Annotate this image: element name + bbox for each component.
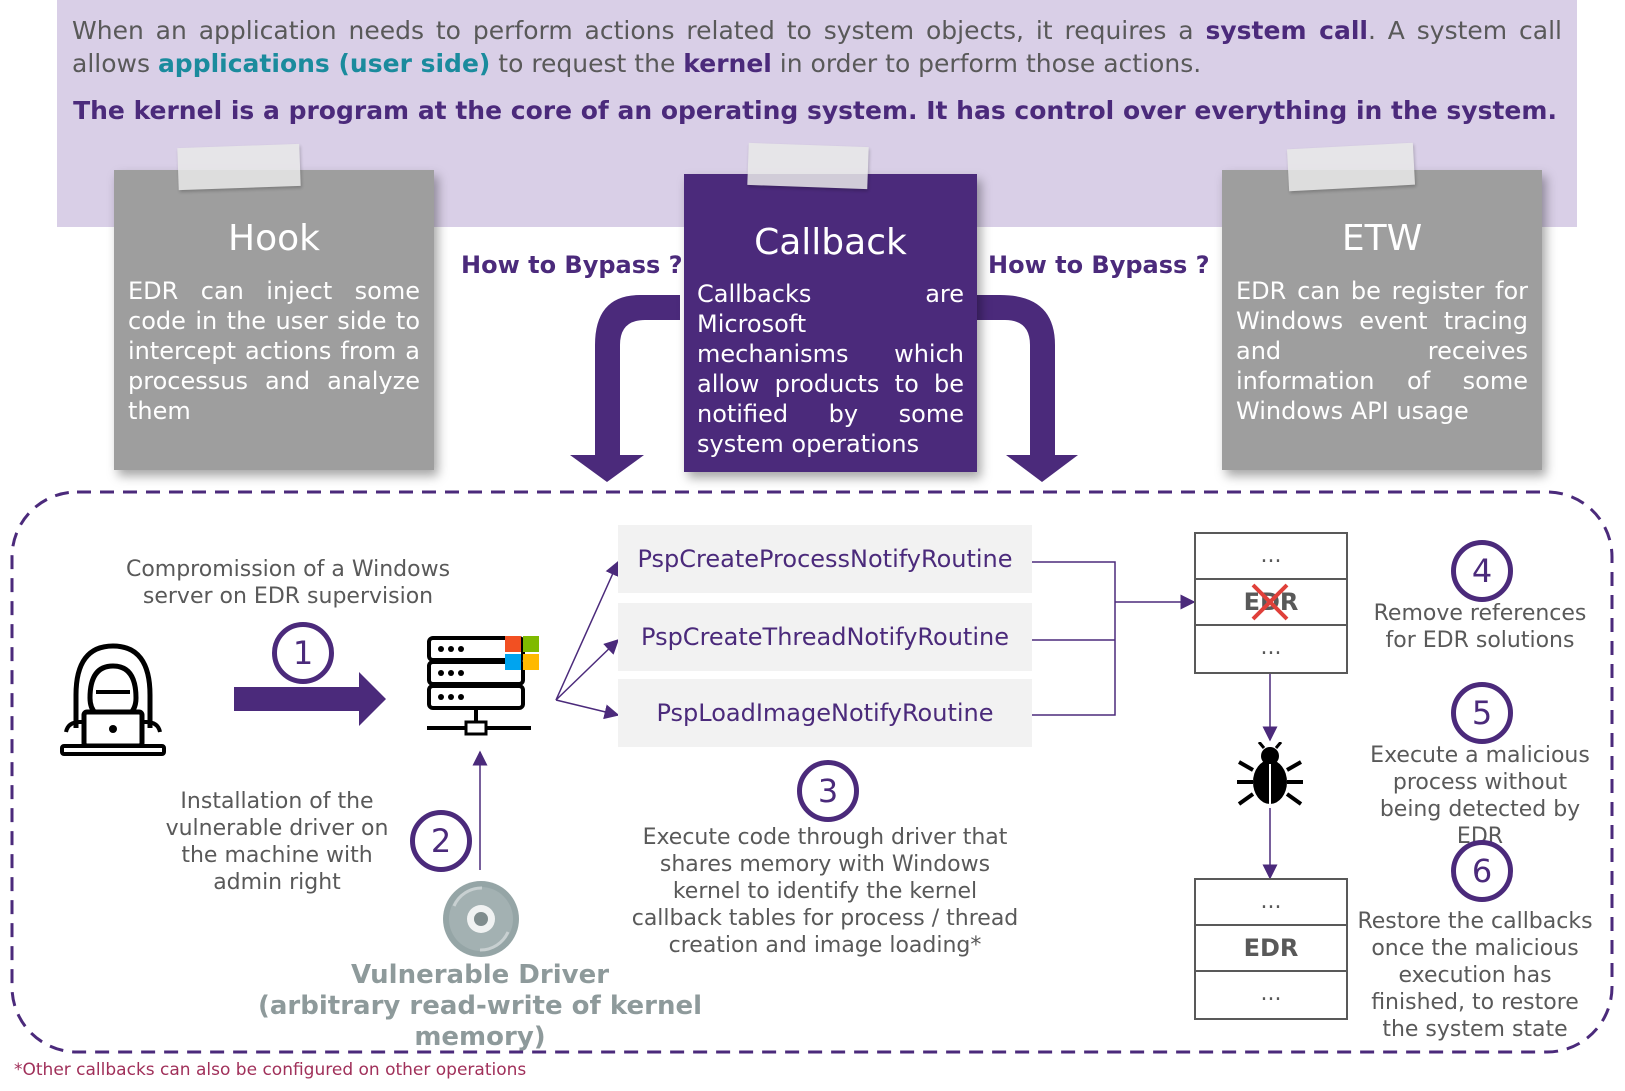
step1-text: Compromission of a Windows server on EDR… <box>125 557 451 609</box>
step4-text: Remove references for EDR solutions <box>1373 601 1587 653</box>
table-after-row3: ... <box>1260 981 1282 1006</box>
bypass-arrow-left <box>570 295 680 482</box>
step1-badge: 1 <box>272 622 334 684</box>
bypass-label-left: How to Bypass ? <box>461 251 683 279</box>
server-icon <box>427 636 531 736</box>
callback-table-after: ... EDR ... <box>1194 878 1348 1020</box>
table-before-row1: ... <box>1196 534 1346 580</box>
callback-title: Callback <box>754 222 907 263</box>
intro-text-3: to request the <box>490 49 684 78</box>
step5-text: Execute a malicious process without bein… <box>1370 743 1590 849</box>
step3-badge: 3 <box>797 760 859 822</box>
intro-text-2: . A system call allows <box>72 16 1562 78</box>
step2-badge: 2 <box>410 810 472 872</box>
bypass-arrow-right <box>960 295 1078 482</box>
red-cross-icon <box>1251 583 1289 621</box>
kernel-term: kernel <box>683 49 772 78</box>
table-after-edr: EDR <box>1196 926 1346 972</box>
step4-badge: 4 <box>1451 540 1513 602</box>
routine-thread: PspCreateThreadNotifyRoutine <box>618 603 1032 671</box>
hacker-icon <box>60 643 166 756</box>
step6-badge: 6 <box>1451 840 1513 902</box>
disc-icon <box>443 881 519 957</box>
step6-text: Restore the callbacks once the malicious… <box>1357 909 1593 1042</box>
routine-process: PspCreateProcessNotifyRoutine <box>618 525 1032 593</box>
footnote: *Other callbacks can also be configured … <box>14 1060 527 1080</box>
applications-term: applications (user side) <box>157 49 491 78</box>
step1-arrow <box>234 672 386 726</box>
system-call-term: system call <box>1205 16 1368 45</box>
intro-text-4: in order to perform those actions. <box>771 49 1202 78</box>
intro-paragraph: When an application needs to perform act… <box>72 14 1562 80</box>
table-after-row1: ... <box>1196 880 1346 926</box>
table-before-row3: ... <box>1260 635 1282 660</box>
hook-title: Hook <box>228 218 320 259</box>
step3-text: Execute code through driver that shares … <box>631 825 1019 958</box>
hook-note: Hook EDR can inject some code in the use… <box>114 170 434 470</box>
vulnerable-driver-label: Vulnerable Driver (arbitrary read-write … <box>200 960 760 1053</box>
etw-text: EDR can be register for Windows event tr… <box>1236 277 1528 425</box>
step5-badge: 5 <box>1451 682 1513 744</box>
bypass-label-right: How to Bypass ? <box>988 251 1210 279</box>
etw-title: ETW <box>1341 218 1423 259</box>
intro-text-1: When an application needs to perform act… <box>72 16 1206 45</box>
routine-image: PspLoadImageNotifyRoutine <box>618 679 1032 747</box>
vulnerable-driver-subtitle: (arbitrary read-write of kernel memory) <box>258 991 702 1052</box>
vulnerable-driver-title: Vulnerable Driver <box>350 960 610 990</box>
etw-note: ETW EDR can be register for Windows even… <box>1222 170 1542 470</box>
kernel-definition: The kernel is a program at the core of a… <box>73 96 1557 125</box>
callback-text: Callbacks are Microsoft mechanisms which… <box>697 280 964 458</box>
callback-note: Callback Callbacks are Microsoft mechani… <box>684 174 977 472</box>
hook-text: EDR can inject some code in the user sid… <box>128 277 420 425</box>
windows-logo-icon <box>505 636 539 670</box>
step2-text: Installation of the vulnerable driver on… <box>165 789 389 895</box>
bug-icon <box>1237 742 1303 806</box>
